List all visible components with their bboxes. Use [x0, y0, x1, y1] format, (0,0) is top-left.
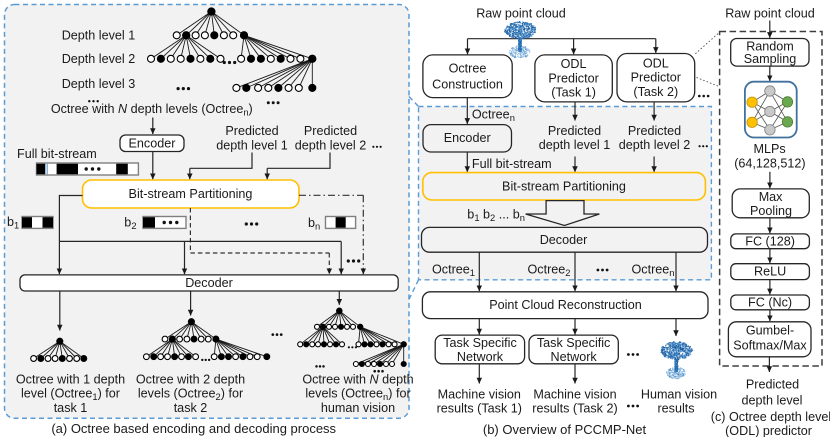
svg-text:(Task 2): (Task 2): [633, 85, 678, 99]
svg-text:Octree1: Octree1: [432, 263, 475, 278]
svg-text:depth level: depth level: [742, 394, 803, 408]
svg-text:Encoder: Encoder: [129, 137, 176, 151]
svg-text:Depth level 2: Depth level 2: [62, 52, 136, 66]
svg-text:Point Cloud Reconstruction: Point Cloud Reconstruction: [489, 298, 642, 312]
svg-text:Octree with 1 depth: Octree with 1 depth: [16, 373, 125, 387]
svg-text:Octree with N depth: Octree with N depth: [302, 373, 413, 387]
svg-text:Decoder: Decoder: [185, 276, 233, 290]
svg-text:(Task 1): (Task 1): [551, 86, 596, 100]
svg-text:Depth level 3: Depth level 3: [62, 77, 136, 91]
svg-text:Task Specific: Task Specific: [443, 336, 517, 350]
svg-text:Predictor: Predictor: [631, 71, 681, 85]
svg-text:depth level 1: depth level 1: [539, 138, 610, 152]
svg-text:(a) Octree based encoding and: (a) Octree based encoding and decoding p…: [51, 421, 336, 436]
svg-text:Softmax/Max: Softmax/Max: [733, 339, 807, 353]
svg-text:Task Specific: Task Specific: [537, 336, 611, 350]
svg-text:task 1: task 1: [54, 401, 88, 415]
svg-text:task 2: task 2: [174, 401, 208, 415]
svg-text:Full bit-stream: Full bit-stream: [17, 147, 97, 161]
svg-text:Encoder: Encoder: [444, 131, 491, 145]
svg-text:Predicted: Predicted: [548, 124, 601, 138]
svg-text:Machine vision: Machine vision: [533, 387, 616, 401]
svg-text:Depth level 1: Depth level 1: [62, 29, 136, 43]
svg-text:levels (Octree2) for: levels (Octree2) for: [138, 387, 243, 402]
svg-text:Network: Network: [457, 350, 504, 364]
svg-text:depth level 1: depth level 1: [216, 138, 287, 152]
svg-text:depth level 2: depth level 2: [619, 138, 690, 152]
svg-text:results (Task 2): results (Task 2): [532, 401, 617, 415]
svg-text:Raw point cloud: Raw point cloud: [476, 7, 566, 21]
svg-text:Gumbel-: Gumbel-: [746, 324, 794, 338]
svg-text:MLPs: MLPs: [753, 142, 785, 156]
svg-text:Network: Network: [551, 350, 598, 364]
svg-text:Octree: Octree: [449, 62, 487, 76]
svg-text:Full bit-stream: Full bit-stream: [472, 157, 552, 171]
svg-text:bn: bn: [308, 216, 320, 231]
svg-text:b1: b1: [7, 215, 19, 230]
svg-text:Bit-stream Partitioning: Bit-stream Partitioning: [502, 179, 626, 193]
svg-text:FC (Nc): FC (Nc): [748, 295, 792, 309]
svg-text:Octreen: Octreen: [472, 108, 515, 123]
svg-text:Octreen: Octreen: [631, 263, 674, 278]
svg-text:(ODL) predictor: (ODL) predictor: [725, 424, 812, 437]
svg-text:ODL: ODL: [561, 57, 587, 71]
svg-text:Raw point cloud: Raw point cloud: [725, 7, 815, 21]
svg-text:Max: Max: [759, 190, 783, 204]
svg-text:ODL: ODL: [643, 56, 669, 70]
svg-text:results: results: [657, 401, 694, 415]
svg-text:Predictor: Predictor: [548, 71, 598, 85]
svg-text:Octree2: Octree2: [527, 263, 570, 278]
svg-text:depth level 2: depth level 2: [295, 138, 366, 152]
svg-text:levels (Octreen) for: levels (Octreen) for: [305, 387, 410, 402]
svg-text:Construction: Construction: [432, 77, 503, 91]
svg-text:Decoder: Decoder: [540, 233, 588, 247]
svg-text:b1 b2 ... bn: b1 b2 ... bn: [467, 208, 525, 223]
svg-text:Bit-stream Partitioning: Bit-stream Partitioning: [129, 187, 253, 201]
svg-text:FC (128): FC (128): [745, 234, 795, 248]
svg-text:(b) Overview of PCCMP-Net: (b) Overview of PCCMP-Net: [483, 422, 647, 437]
svg-text:results (Task 1): results (Task 1): [437, 401, 522, 415]
svg-text:level (Octree1) for: level (Octree1) for: [21, 387, 120, 402]
svg-text:Random: Random: [746, 39, 794, 53]
svg-text:Machine vision: Machine vision: [438, 387, 521, 401]
svg-text:Human vision: Human vision: [641, 387, 717, 401]
svg-text:Octree with 2 depth: Octree with 2 depth: [136, 373, 245, 387]
svg-text:b2: b2: [124, 216, 136, 231]
svg-text:Predicted: Predicted: [304, 124, 357, 138]
svg-text:Predicted: Predicted: [746, 377, 799, 391]
svg-text:Octree with N depth levels (Oc: Octree with N depth levels (Octreen): [51, 102, 253, 117]
svg-text:Predicted: Predicted: [628, 124, 681, 138]
svg-text:(c) Octree depth level: (c) Octree depth level: [711, 410, 830, 424]
svg-text:Pooling: Pooling: [750, 204, 792, 218]
svg-text:human vision: human vision: [321, 401, 395, 415]
svg-text:Predicted: Predicted: [225, 124, 278, 138]
svg-text:Sampling: Sampling: [744, 52, 797, 66]
svg-text:(64,128,512): (64,128,512): [734, 156, 805, 170]
svg-text:ReLU: ReLU: [754, 265, 786, 279]
